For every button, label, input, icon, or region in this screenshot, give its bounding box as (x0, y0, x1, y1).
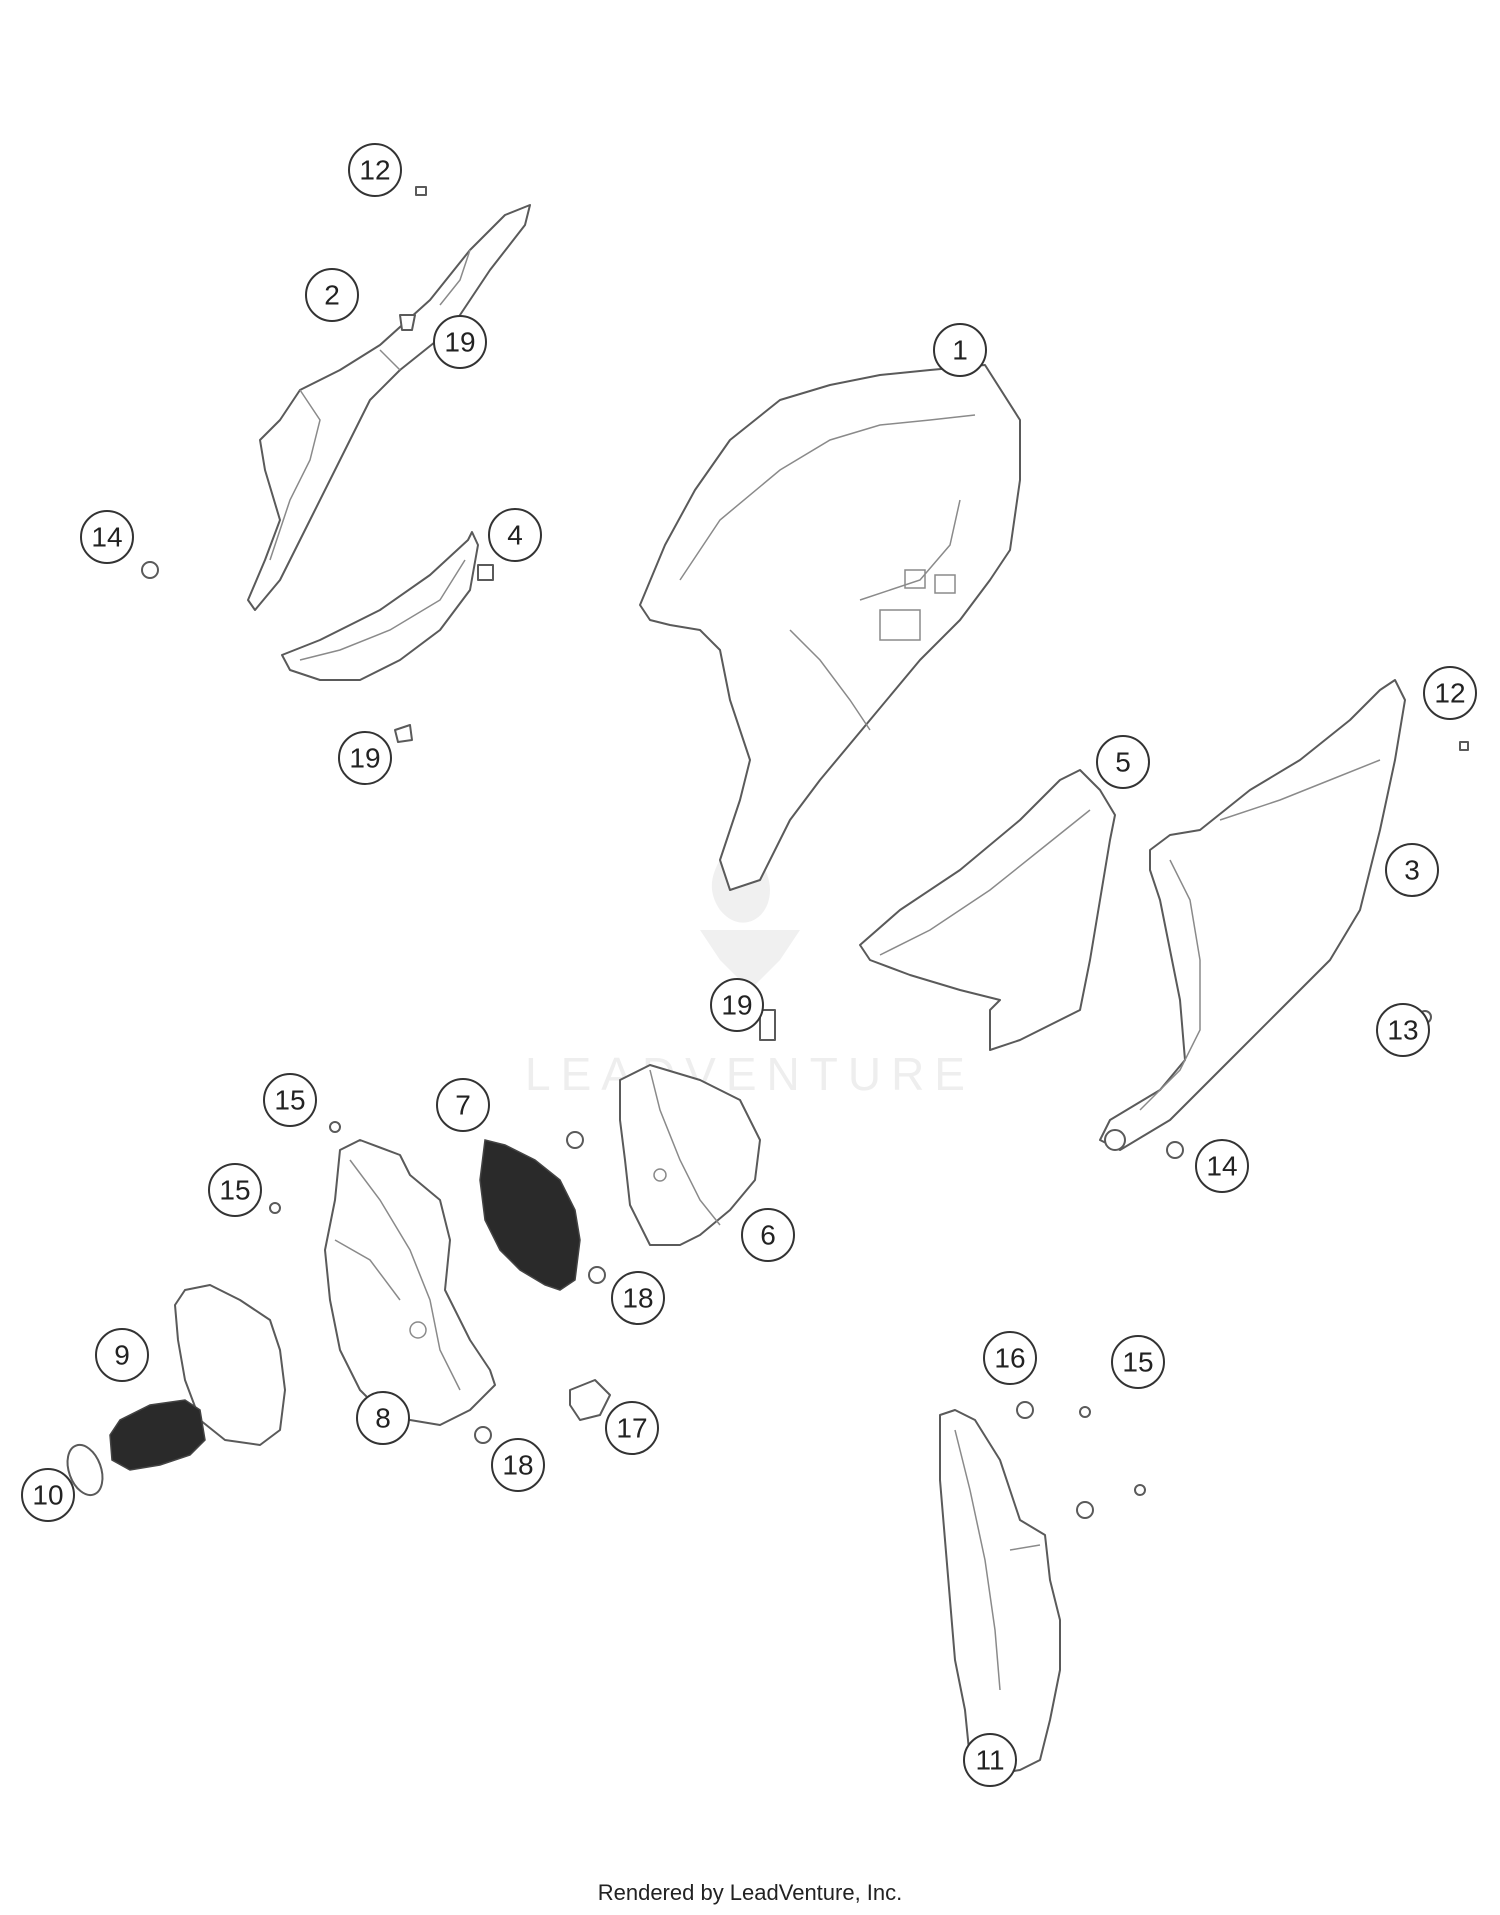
callout-label: 5 (1115, 747, 1131, 778)
part-9-intake-boot (109, 1284, 286, 1471)
part-1-main-cover (639, 364, 1021, 891)
callout-14: 14 (80, 510, 134, 564)
callout-4: 4 (488, 508, 542, 562)
callout-13: 13 (1376, 1003, 1430, 1057)
callout-label: 1 (952, 335, 968, 366)
callout-label: 14 (91, 522, 122, 553)
clip-19b (394, 724, 413, 743)
callout-label: 6 (760, 1220, 776, 1251)
nut-16b (1076, 1501, 1094, 1519)
screw-15d (1134, 1484, 1146, 1496)
callout-label: 12 (1434, 678, 1465, 709)
watermark-text: LEADVENTURE (525, 1048, 975, 1100)
callout-18: 18 (611, 1271, 665, 1325)
callout-10: 10 (21, 1468, 75, 1522)
part-3-side-panel (1099, 679, 1406, 1151)
part-10-clamp (66, 1443, 104, 1497)
screw-12b (1459, 741, 1469, 751)
part-5-side-cover (859, 769, 1116, 1051)
callout-label: 3 (1404, 855, 1420, 886)
callout-11: 11 (963, 1733, 1017, 1787)
bolt-14a (141, 561, 159, 579)
callout-18: 18 (491, 1438, 545, 1492)
screw-12a (415, 186, 427, 196)
callout-label: 7 (455, 1090, 471, 1121)
part-2-side-panel (247, 204, 531, 611)
callout-1: 1 (933, 323, 987, 377)
callout-19: 19 (433, 315, 487, 369)
callout-label: 14 (1206, 1151, 1237, 1182)
callout-15: 15 (263, 1073, 317, 1127)
callout-17: 17 (605, 1401, 659, 1455)
footer-credit: Rendered by LeadVenture, Inc. (597, 1880, 903, 1905)
callout-label: 15 (274, 1085, 305, 1116)
part-4-bracket (281, 531, 494, 681)
callout-7: 7 (436, 1078, 490, 1132)
callout-label: 13 (1387, 1015, 1418, 1046)
callout-label: 11 (975, 1745, 1004, 1776)
callout-5: 5 (1096, 735, 1150, 789)
callout-label: 16 (994, 1343, 1025, 1374)
callout-label: 15 (219, 1175, 250, 1206)
callout-6: 6 (741, 1208, 795, 1262)
clip-19c (759, 1009, 776, 1041)
callout-label: 19 (721, 990, 752, 1021)
screw-15c (1079, 1406, 1091, 1418)
callout-label: 9 (114, 1340, 130, 1371)
grommet-18b (474, 1426, 492, 1444)
nut-16 (1016, 1401, 1034, 1419)
callout-label: 10 (32, 1480, 63, 1511)
part-6-filter-cover (619, 1064, 761, 1246)
callout-label: 4 (507, 520, 523, 551)
callout-19: 19 (338, 731, 392, 785)
callout-label: 18 (502, 1450, 533, 1481)
callout-12: 12 (348, 143, 402, 197)
screw-15a (329, 1121, 341, 1133)
callout-label: 12 (359, 155, 390, 186)
nut-upper (566, 1131, 584, 1149)
callout-label: 19 (349, 743, 380, 774)
callout-8: 8 (356, 1391, 410, 1445)
callout-label: 17 (616, 1413, 647, 1444)
callout-9: 9 (95, 1328, 149, 1382)
callout-label: 19 (444, 327, 475, 358)
screw-15b (269, 1202, 281, 1214)
callout-15: 15 (208, 1163, 262, 1217)
callout-label: 18 (622, 1283, 653, 1314)
clip-19a (399, 314, 416, 331)
callout-3: 3 (1385, 843, 1439, 897)
bolt-14b (1166, 1141, 1184, 1159)
part-17-clip (569, 1379, 611, 1421)
callout-15: 15 (1111, 1335, 1165, 1389)
callout-label: 2 (324, 280, 340, 311)
callout-14: 14 (1195, 1139, 1249, 1193)
callout-label: 15 (1122, 1347, 1153, 1378)
part-8-filter-box (324, 1139, 496, 1426)
callout-19: 19 (710, 978, 764, 1032)
part-11-rear-panel (939, 1409, 1061, 1776)
part-7-air-filter (479, 1139, 581, 1291)
grommet-18a (588, 1266, 606, 1284)
callouts: 12 2 19 14 4 19 1 12 5 3 19 13 14 15 7 1… (21, 143, 1477, 1787)
callout-2: 2 (305, 268, 359, 322)
callout-12: 12 (1423, 666, 1477, 720)
fasteners (141, 186, 1469, 1519)
callout-label: 8 (375, 1403, 391, 1434)
callout-16: 16 (983, 1331, 1037, 1385)
